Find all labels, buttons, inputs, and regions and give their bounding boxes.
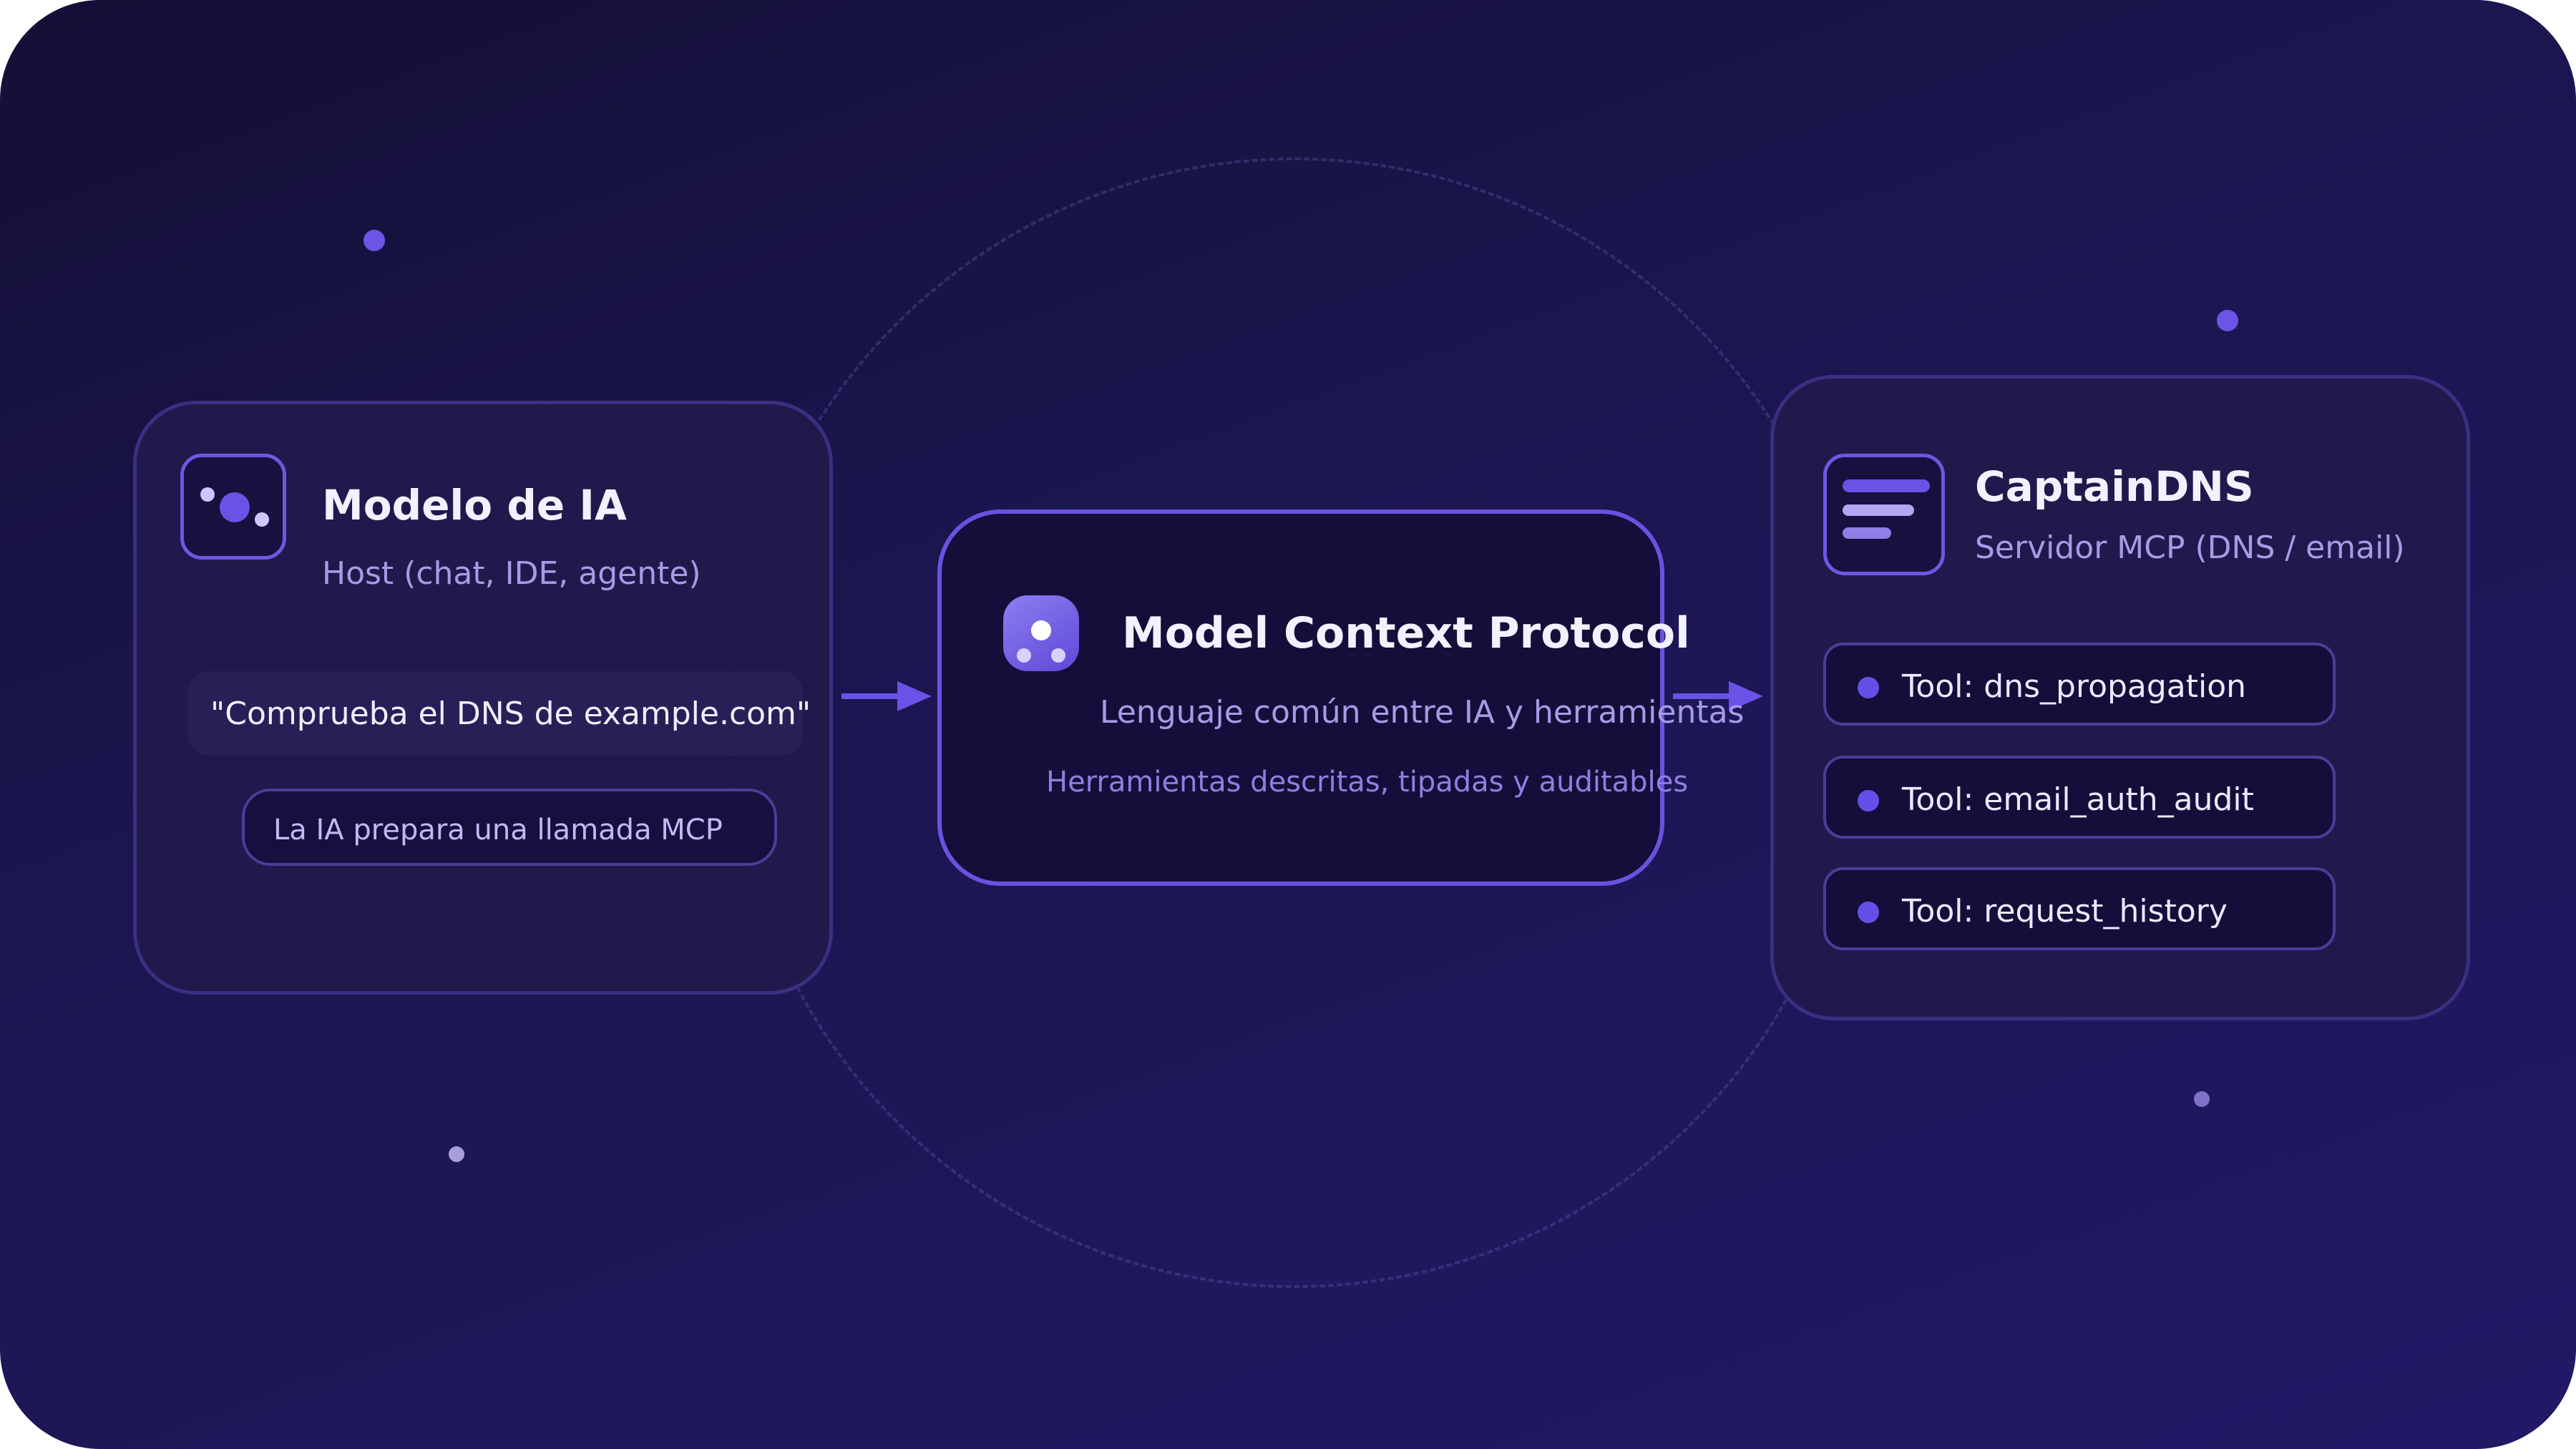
protocol-title: Model Context Protocol: [1122, 608, 1690, 658]
tool-label: Tool: request_history: [1902, 893, 2228, 930]
ai-model-title: Modelo de IA: [322, 481, 627, 530]
tool-label: Tool: email_auth_audit: [1902, 781, 2254, 818]
mcp-call-label: La IA prepara una llamada MCP: [273, 814, 723, 847]
tool-item: Tool: request_history: [1823, 867, 2336, 950]
arrow-right-icon: [841, 681, 932, 711]
captaindns-subtitle: Servidor MCP (DNS / email): [1975, 530, 2405, 566]
arrow-right-icon: [1673, 681, 1763, 711]
bullet-dot-icon: [1858, 790, 1879, 811]
decorative-dot: [2194, 1091, 2210, 1107]
tool-item: Tool: dns_propagation: [1823, 643, 2336, 726]
decorative-dot: [449, 1146, 464, 1162]
prompt-bubble: [187, 671, 803, 756]
protocol-icon: [1003, 595, 1079, 671]
bullet-dot-icon: [1858, 902, 1879, 923]
mcp-call-pill: [242, 789, 777, 866]
protocol-subtitle: Lenguaje común entre IA y herramientas: [1100, 694, 1745, 731]
ai-model-icon: [180, 454, 286, 560]
bullet-dot-icon: [1858, 677, 1879, 698]
decorative-dot: [364, 230, 385, 251]
protocol-card: [937, 509, 1664, 886]
prompt-text: "Comprueba el DNS de example.com": [210, 696, 811, 732]
tool-item: Tool: email_auth_audit: [1823, 756, 2336, 839]
decorative-dot: [2217, 310, 2238, 331]
captaindns-title: CaptainDNS: [1975, 462, 2254, 511]
tool-label: Tool: dns_propagation: [1902, 668, 2247, 705]
server-list-icon: [1823, 454, 1945, 575]
ai-model-subtitle: Host (chat, IDE, agente): [322, 555, 701, 592]
protocol-caption: Herramientas descritas, tipadas y audita…: [1046, 766, 1689, 799]
